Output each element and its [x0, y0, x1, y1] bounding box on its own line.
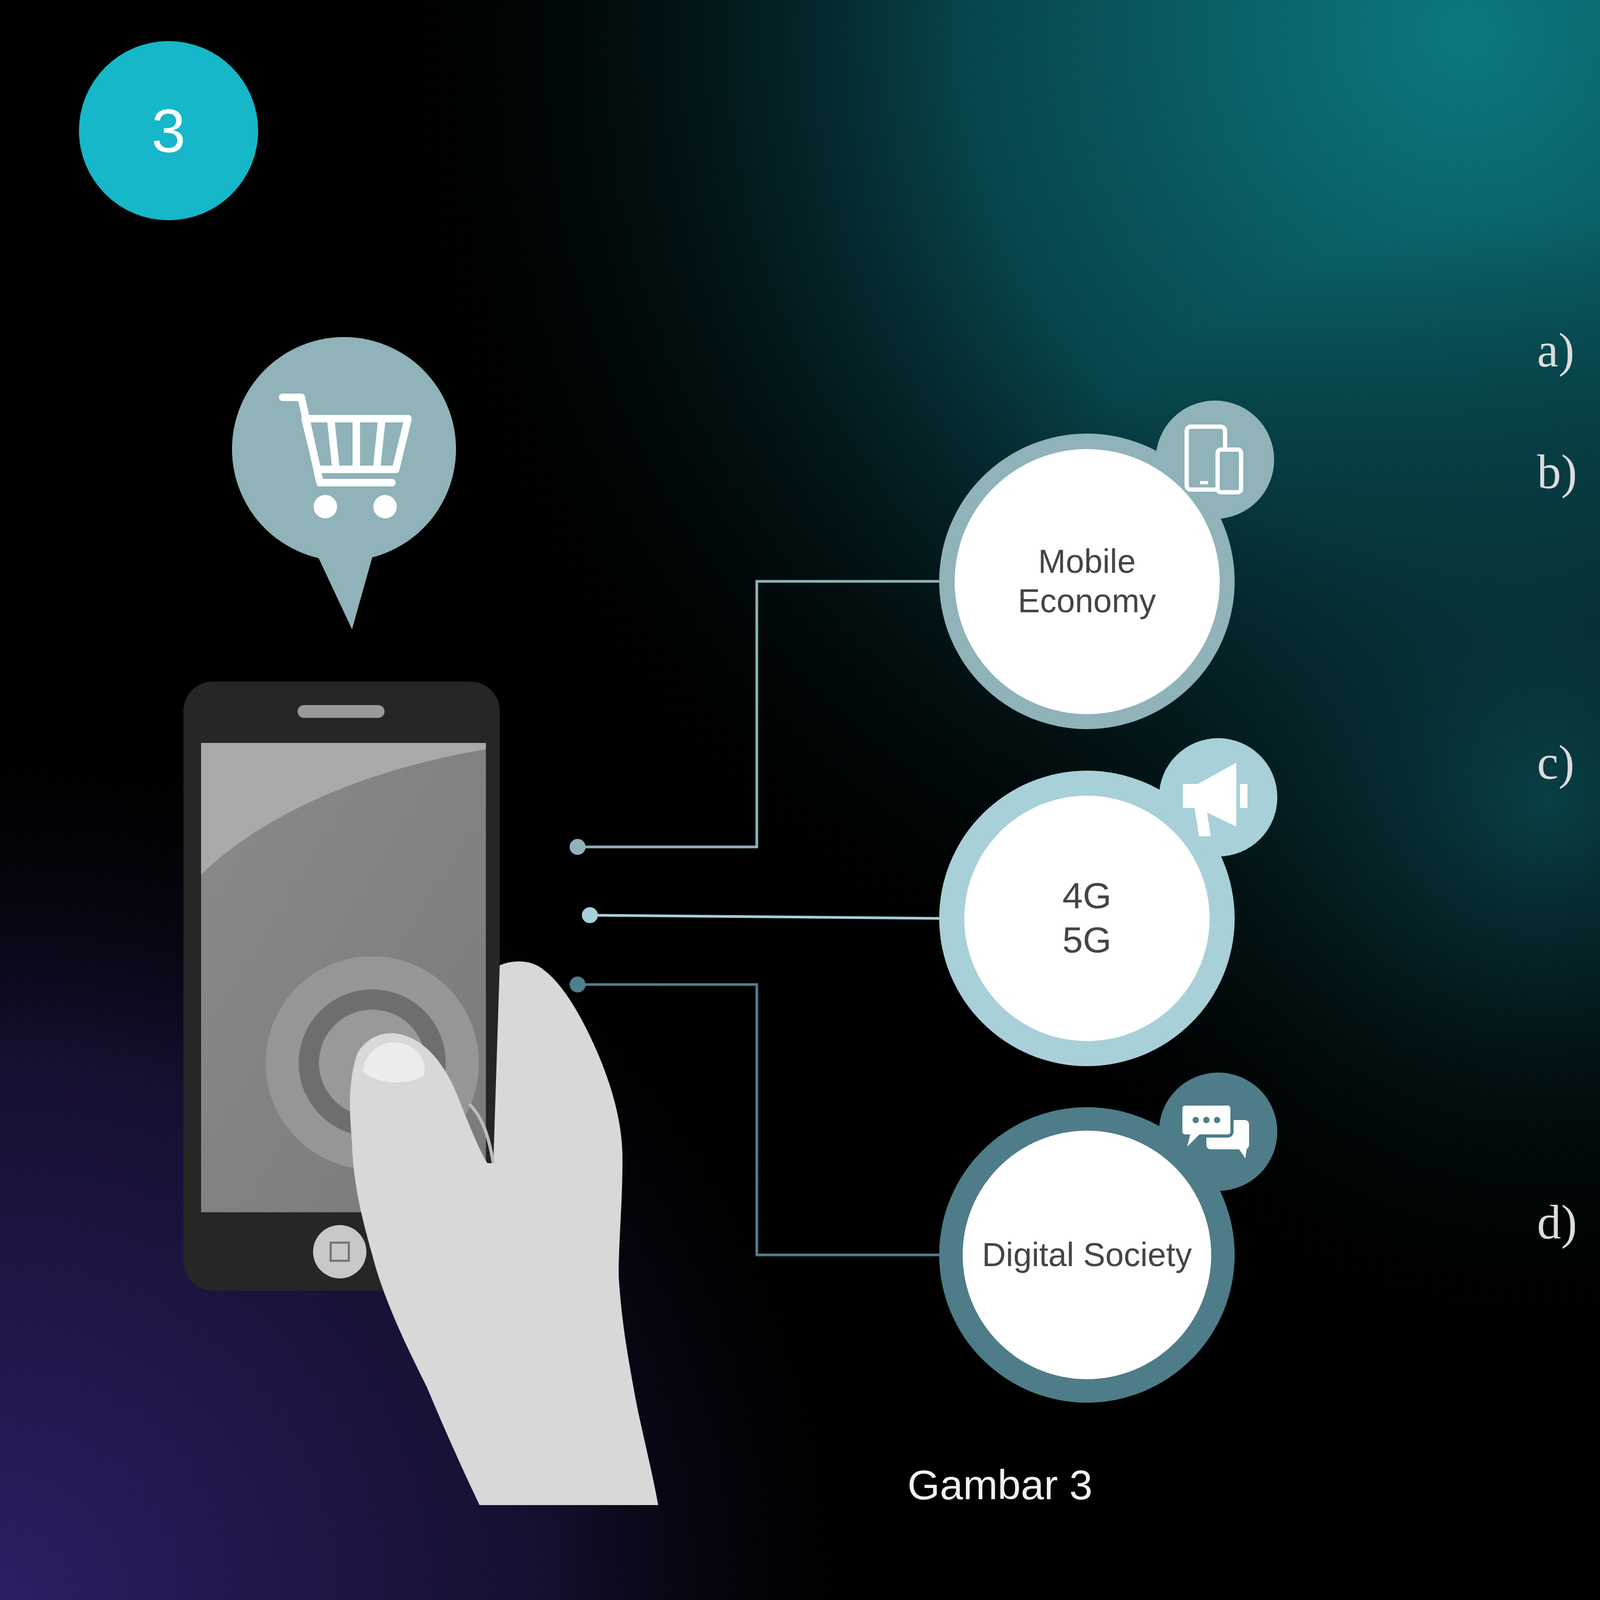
topic-label: Digital Society: [981, 1235, 1192, 1276]
list-marker: c): [1537, 734, 1575, 790]
leader-dot: [569, 976, 586, 993]
step-number-circle: 3: [78, 41, 259, 221]
leader-line: [577, 984, 940, 1255]
topic-label: Mobile Economy: [980, 541, 1194, 622]
leader-dot: [581, 907, 598, 924]
circle-shape: [962, 1130, 1212, 1380]
circle-shape: [964, 795, 1210, 1042]
topic-circle: Digital Society: [962, 1130, 1212, 1380]
circle-shape: [954, 449, 1220, 715]
topic-circle: 4G 5G: [964, 795, 1210, 1042]
leader-lines: [577, 581, 940, 1255]
leader-line: [577, 581, 940, 847]
circle-shape: [78, 41, 259, 221]
circle-outline: [954, 449, 1220, 715]
topic-circle: Mobile Economy: [954, 449, 1220, 715]
step-number: 3: [151, 93, 186, 168]
hand: [349, 961, 659, 1506]
circle-outline: [964, 795, 1210, 1042]
cart-bubble: [232, 337, 456, 630]
list-marker: a): [1537, 322, 1575, 378]
list-marker: d): [1537, 1194, 1578, 1250]
leader-line: [589, 915, 940, 919]
topic-label: 4G 5G: [1049, 874, 1125, 963]
figure-caption: Gambar 3: [907, 1460, 1093, 1510]
leader-dot: [569, 838, 586, 855]
list-marker: b): [1537, 444, 1578, 500]
